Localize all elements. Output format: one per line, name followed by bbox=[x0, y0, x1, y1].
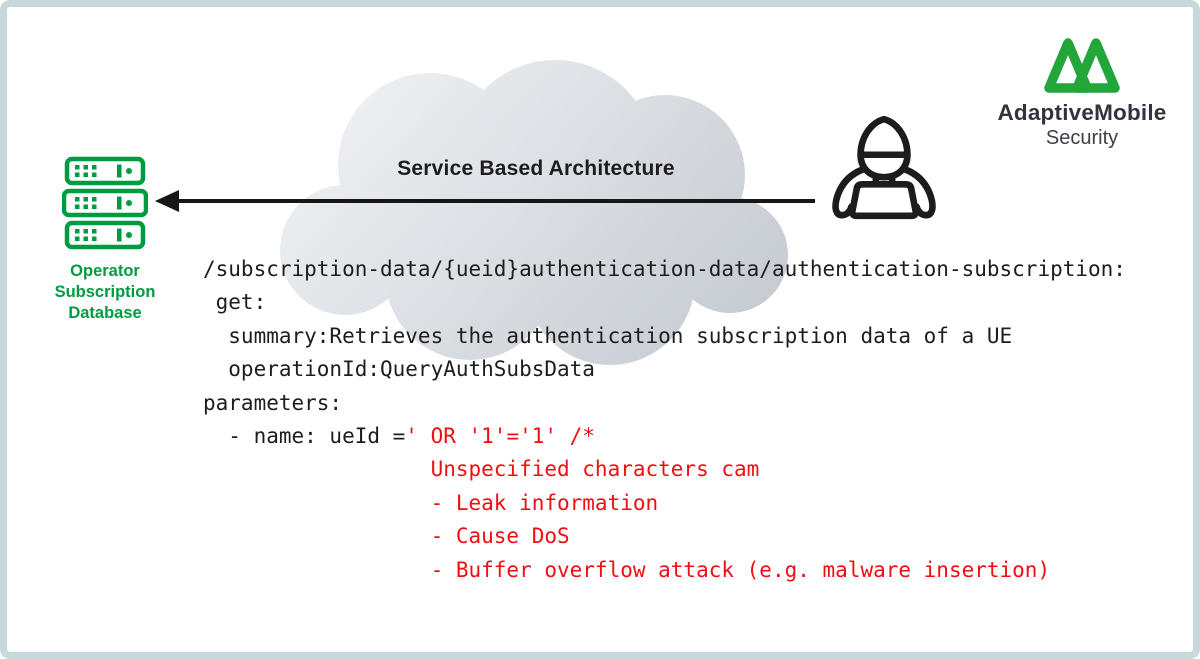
api-spec-code-block: /subscription-data/{ueid}authentication-… bbox=[203, 253, 1126, 587]
attack-arrow-head-icon bbox=[155, 190, 179, 212]
adaptivemobile-monogram-icon bbox=[1044, 38, 1120, 93]
code-segment: /subscription-data/{ueid}authentication-… bbox=[203, 257, 1126, 281]
code-segment: operationId:QueryAuthSubsData bbox=[203, 357, 595, 382]
code-segment-attack: - Buffer overflow attack (e.g. malware i… bbox=[203, 557, 1051, 582]
logo-name: AdaptiveMobile bbox=[997, 100, 1167, 125]
code-line: parameters: bbox=[203, 387, 1126, 420]
logo-subname: Security bbox=[1045, 127, 1119, 149]
cloud-title: Service Based Architecture bbox=[397, 157, 675, 180]
hooded-hacker-laptop-icon bbox=[832, 115, 936, 220]
database-label: Operator Subscription Database bbox=[25, 261, 185, 324]
code-segment: - name: ueId = bbox=[203, 424, 406, 449]
code-line: get: bbox=[203, 286, 1126, 319]
code-segment: get: bbox=[203, 290, 267, 315]
code-line: Unspecified characters cam bbox=[203, 453, 1126, 486]
code-segment-attack: ' OR '1'='1' /* bbox=[405, 424, 595, 449]
code-line: - Cause DoS bbox=[203, 520, 1126, 553]
database-label-line: Subscription bbox=[54, 283, 156, 301]
code-segment-attack: Unspecified characters cam bbox=[203, 457, 760, 482]
database-label-line: Operator bbox=[70, 262, 140, 280]
attack-arrow-line bbox=[172, 199, 815, 203]
code-line: - Leak information bbox=[203, 487, 1126, 520]
code-line: - Buffer overflow attack (e.g. malware i… bbox=[203, 554, 1126, 587]
code-line: - name: ueId =' OR '1'='1' /* bbox=[203, 420, 1126, 453]
code-segment-attack: - Leak information bbox=[203, 490, 659, 515]
code-segment: summary:Retrieves the authentication sub… bbox=[203, 323, 1013, 348]
cloud-shape bbox=[280, 60, 788, 365]
server-stack-icon bbox=[62, 156, 148, 250]
code-line: operationId:QueryAuthSubsData bbox=[203, 353, 1126, 386]
code-segment-attack: - Cause DoS bbox=[203, 524, 570, 549]
database-label-line: Database bbox=[68, 304, 142, 322]
code-line: /subscription-data/{ueid}authentication-… bbox=[203, 253, 1126, 286]
adaptivemobile-logo: AdaptiveMobile Security bbox=[982, 36, 1182, 150]
code-line: summary:Retrieves the authentication sub… bbox=[203, 320, 1126, 353]
code-segment: parameters: bbox=[203, 390, 343, 415]
